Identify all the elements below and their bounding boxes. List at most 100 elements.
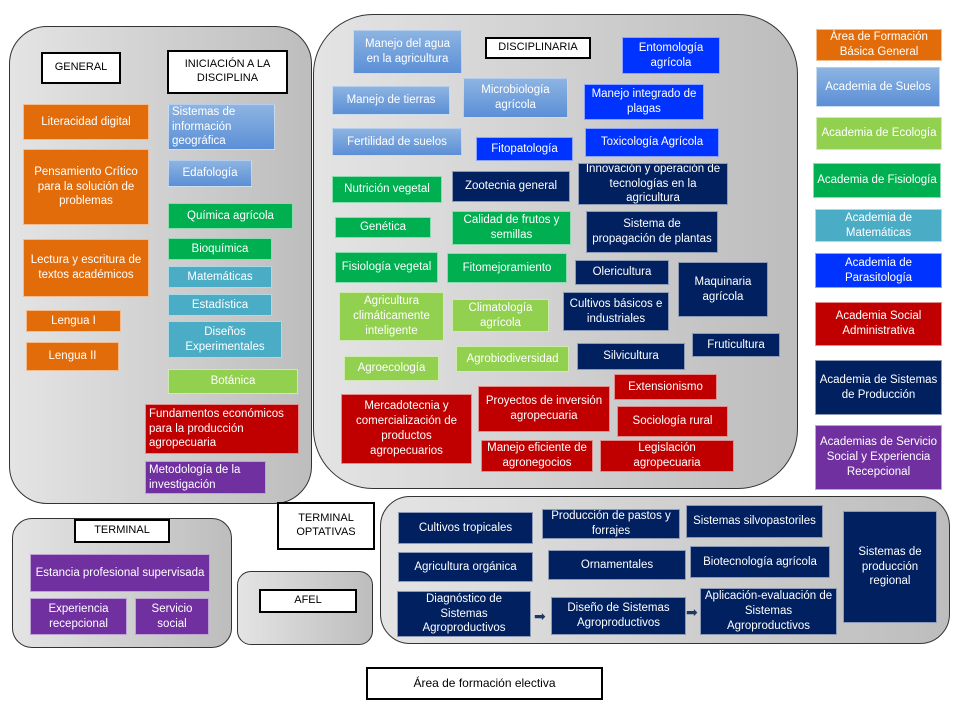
- course-sociologia-rural: Sociología rural: [617, 406, 728, 437]
- course-manejo-tierras-text: Manejo de tierras: [346, 94, 436, 107]
- course-olericultura-text: Olericultura: [592, 266, 652, 279]
- course-maquinaria-agricola: Maquinaria agrícola: [678, 262, 768, 317]
- course-zootecnia-general-text: Zootecnia general: [464, 180, 558, 193]
- legend-academia-matematicas-text: Academia de Matemáticas: [844, 211, 913, 239]
- course-lengua-1: Lengua I: [26, 310, 121, 332]
- course-fertilidad-suelos-text: Fertilidad de suelos: [347, 135, 447, 148]
- course-sistemas-silvopastoriles: Sistemas silvopastoriles: [686, 505, 823, 538]
- course-estadistica-text: Estadística: [191, 298, 249, 311]
- course-fisiologia-vegetal: Fisiología vegetal: [335, 252, 438, 283]
- general-label-text: GENERAL: [54, 61, 108, 74]
- course-lengua-2-text: Lengua II: [48, 350, 97, 363]
- course-literacidad-digital: Literacidad digital: [23, 104, 149, 140]
- course-pensamiento-critico-text: Pensamiento Crítico para la solución de …: [34, 165, 138, 208]
- legend-academia-matematicas: Academia de Matemáticas: [815, 209, 942, 242]
- course-climatologia-text: Climatología agrícola: [468, 301, 533, 329]
- course-matematicas: Matemáticas: [168, 266, 272, 288]
- legend-academia-sistemas-produccion: Academia de Sistemas de Producción: [815, 360, 942, 415]
- course-entomologia: Entomología agrícola: [622, 37, 720, 74]
- course-manejo-agua: Manejo del agua en la agricultura: [353, 30, 462, 74]
- course-experiencia-recepcional-text: Experiencia recepcional: [48, 602, 109, 630]
- course-toxicologia: Toxicología Agrícola: [585, 128, 719, 157]
- course-olericultura: Olericultura: [575, 260, 669, 285]
- course-calidad-frutos-text: Calidad de frutos y semillas: [463, 214, 560, 241]
- course-nutricion-vegetal: Nutrición vegetal: [332, 176, 442, 203]
- course-disenos-experimentales-text: Diseños Experimentales: [185, 325, 265, 353]
- terminal-optativas-label-text: TERMINAL OPTATIVAS: [296, 512, 356, 538]
- course-sistemas-silvopastoriles-text: Sistemas silvopastoriles: [693, 515, 816, 528]
- course-agrobiodiversidad-text: Agrobiodiversidad: [466, 352, 559, 365]
- course-cultivos-basicos-text: Cultivos básicos e industriales: [569, 297, 663, 325]
- course-manejo-tierras: Manejo de tierras: [332, 86, 450, 115]
- course-produccion-regional-text: Sistemas de producción regional: [858, 545, 922, 588]
- course-fruticultura: Fruticultura: [692, 333, 780, 357]
- course-produccion-regional: Sistemas de producción regional: [843, 511, 937, 623]
- course-lectura-escritura: Lectura y escritura de textos académicos: [23, 239, 149, 297]
- legend-academia-suelos: Academia de Suelos: [816, 67, 940, 107]
- course-aplicacion-evaluacion: Aplicación-evaluación de Sistemas Agropr…: [700, 588, 837, 635]
- course-manejo-plagas: Manejo integrado de plagas: [584, 84, 704, 120]
- course-toxicologia-text: Toxicología Agrícola: [600, 136, 704, 149]
- disciplinaria-label-text: DISCIPLINARIA: [498, 41, 578, 54]
- course-quimica-agricola: Química agrícola: [168, 203, 293, 229]
- course-fitopatologia-text: Fitopatología: [491, 142, 558, 155]
- course-sociologia-rural-text: Sociología rural: [632, 415, 713, 428]
- course-ornamentales: Ornamentales: [548, 550, 686, 580]
- course-manejo-plagas-text: Manejo integrado de plagas: [591, 88, 697, 115]
- course-estancia-profesional: Estancia profesional supervisada: [30, 554, 210, 592]
- afel-label: AFEL: [259, 589, 357, 613]
- course-cultivos-basicos: Cultivos básicos e industriales: [563, 292, 669, 331]
- course-produccion-pastos-text: Producción de pastos y forrajes: [551, 510, 671, 537]
- course-proyectos-inversion: Proyectos de inversión agropecuaria: [478, 386, 610, 432]
- course-bioquimica: Bioquímica: [168, 238, 272, 260]
- course-innovacion-tecnologias: Innovación y operación de tecnologías en…: [578, 163, 728, 205]
- course-climatologia: Climatología agrícola: [452, 299, 549, 332]
- legend-academia-fisiologia: Academia de Fisiología: [813, 163, 941, 198]
- course-calidad-frutos: Calidad de frutos y semillas: [452, 211, 571, 245]
- disciplinaria-label: DISCIPLINARIA: [485, 37, 591, 59]
- terminal-label-text: TERMINAL: [94, 524, 150, 537]
- legend-academia-social-administrativa: Academia Social Administrativa: [815, 302, 942, 346]
- course-maquinaria-agricola-text: Maquinaria agrícola: [694, 275, 752, 303]
- course-bioquimica-text: Bioquímica: [191, 242, 249, 255]
- course-biotecnologia: Biotecnología agrícola: [690, 546, 830, 578]
- legend-academias-servicio-social-text: Academias de Servicio Social y Experienc…: [820, 436, 937, 478]
- course-estadistica: Estadística: [168, 294, 272, 316]
- course-lengua-2: Lengua II: [26, 342, 119, 371]
- legend-area-basica-general: Área de Formación Básica General: [816, 29, 942, 61]
- course-agricultura-climatica-text: Agricultura climáticamente inteligente: [353, 295, 430, 337]
- course-edafologia-text: Edafología: [182, 167, 238, 180]
- course-zootecnia-general: Zootecnia general: [452, 171, 570, 202]
- course-fertilidad-suelos: Fertilidad de suelos: [332, 128, 462, 156]
- iniciacion-label: INICIACIÓN A LA DISCIPLINA: [167, 50, 288, 94]
- course-experiencia-recepcional: Experiencia recepcional: [30, 598, 127, 635]
- course-estancia-profesional-text: Estancia profesional supervisada: [35, 566, 205, 579]
- course-fundamentos-economicos-text: Fundamentos económicos para la producció…: [149, 407, 284, 450]
- course-nutricion-vegetal-text: Nutrición vegetal: [344, 183, 430, 196]
- legend-academia-ecologia: Academia de Ecología: [816, 117, 942, 150]
- course-mercadotecnia-text: Mercadotecnia y comercialización de prod…: [356, 400, 457, 457]
- course-fitopatologia: Fitopatología: [476, 137, 573, 161]
- course-fitomejoramiento: Fitomejoramiento: [447, 253, 567, 283]
- legend-academia-parasitologia: Academia de Parasitología: [815, 253, 942, 288]
- course-metodologia-investigacion: Metodología de la investigación: [145, 461, 266, 494]
- course-legislacion-text: Legislación agropecuaria: [633, 442, 701, 469]
- course-cultivos-tropicales-text: Cultivos tropicales: [418, 521, 513, 534]
- course-microbiologia-text: Microbiología agrícola: [481, 84, 550, 111]
- course-manejo-agua-text: Manejo del agua en la agricultura: [364, 38, 451, 65]
- course-cultivos-tropicales: Cultivos tropicales: [398, 512, 533, 544]
- course-genetica-text: Genética: [359, 221, 407, 234]
- course-ornamentales-text: Ornamentales: [580, 558, 654, 571]
- course-agroecologia-text: Agroecología: [357, 362, 426, 375]
- terminal-optativas-label: TERMINAL OPTATIVAS: [277, 502, 375, 550]
- course-lectura-escritura-text: Lectura y escritura de textos académicos: [30, 254, 142, 281]
- course-innovacion-tecnologias-text: Innovación y operación de tecnologías en…: [585, 163, 721, 205]
- course-entomologia-text: Entomología agrícola: [638, 41, 704, 69]
- legend-academia-sistemas-produccion-text: Academia de Sistemas de Producción: [819, 373, 938, 401]
- course-proyectos-inversion-text: Proyectos de inversión agropecuaria: [485, 395, 603, 422]
- course-mercadotecnia: Mercadotecnia y comercialización de prod…: [341, 394, 472, 464]
- course-extensionismo-text: Extensionismo: [628, 380, 703, 393]
- course-fruticultura-text: Fruticultura: [707, 338, 765, 351]
- course-servicio-social-text: Servicio social: [151, 602, 193, 630]
- course-sig: Sistemas de información geográfica: [168, 104, 275, 150]
